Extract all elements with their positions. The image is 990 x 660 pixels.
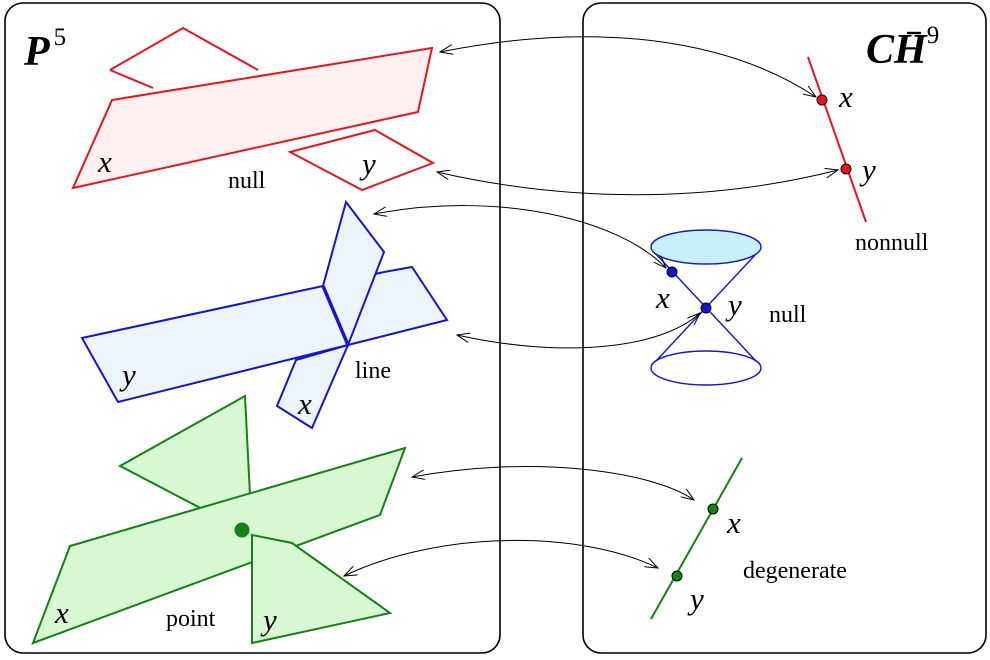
blue-point-apex — [700, 302, 712, 314]
blue-long-plane — [80, 265, 449, 404]
blue-lower-plane — [275, 343, 350, 430]
right-panel-frame — [582, 2, 987, 654]
correspondence-arrows — [344, 36, 838, 576]
green-point-label: point — [166, 606, 216, 632]
green-point-planes — [31, 394, 407, 645]
arrow-red-plane-y — [437, 170, 838, 196]
red-back-plane-edge — [109, 69, 154, 89]
arrow-red-plane-x — [440, 36, 816, 97]
red-null-label: null — [228, 168, 266, 194]
red-point-y — [840, 163, 852, 175]
green-plane-label-y: y — [260, 602, 277, 637]
red-back-plane-lower — [287, 128, 436, 192]
blue-point-x — [666, 266, 678, 278]
blue-plane-label-x: x — [297, 386, 312, 421]
green-lower-triangle — [251, 533, 393, 645]
blue-null-label: null — [769, 302, 807, 328]
red-nonnull-line-group — [807, 56, 867, 223]
green-intersection-point — [234, 522, 250, 538]
blue-line-planes — [80, 199, 449, 430]
green-point-x — [707, 503, 719, 515]
green-point-y — [671, 570, 683, 582]
red-plane-label-x: x — [97, 144, 112, 179]
red-null-planes — [71, 26, 436, 192]
blue-cone-label-x: x — [655, 280, 670, 315]
green-plane-label-x: x — [54, 595, 69, 630]
green-degenerate-line-group — [650, 457, 743, 620]
arrow-green-plane-y — [344, 539, 658, 576]
blue-cone-top — [650, 229, 762, 265]
red-plane-label-y: y — [359, 146, 376, 181]
blue-intersection-line — [321, 285, 350, 346]
arrow-blue-plane-x — [374, 205, 666, 268]
blue-null-cone — [650, 229, 762, 386]
red-point-label-y: y — [859, 152, 876, 187]
blue-cone-label-y: y — [725, 287, 742, 322]
green-point-label-x: x — [726, 505, 741, 540]
blue-cone-bottom — [650, 350, 762, 386]
green-front-plane — [31, 446, 407, 645]
red-nonnull-label: nonnull — [855, 230, 929, 256]
green-point-label-y: y — [687, 581, 704, 616]
red-nonnull-line — [807, 56, 867, 223]
red-back-plane-upper — [109, 26, 259, 71]
red-front-plane — [71, 46, 434, 190]
blue-line-label: line — [355, 358, 391, 384]
right-panel-title: CH9 — [866, 22, 939, 73]
green-degenerate-label: degenerate — [743, 558, 847, 584]
green-degenerate-line — [650, 457, 743, 620]
red-point-label-x: x — [838, 79, 853, 114]
blue-plane-label-y: y — [119, 357, 136, 392]
arrow-blue-plane-y — [457, 313, 700, 349]
arrow-green-plane-x — [412, 466, 694, 500]
red-point-x — [816, 94, 828, 106]
green-back-triangle — [117, 394, 254, 537]
